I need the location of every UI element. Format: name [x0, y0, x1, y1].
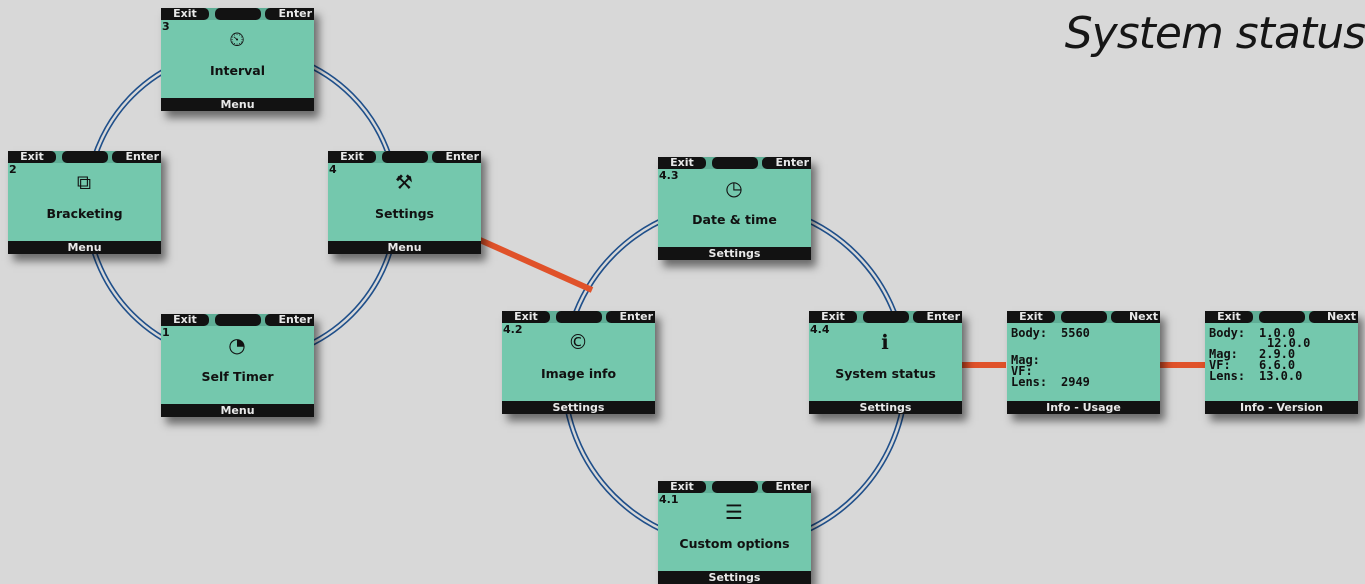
exit-softkey[interactable]: Exit: [161, 8, 209, 20]
lens-label: Lens:: [1209, 369, 1246, 383]
exit-softkey[interactable]: Exit: [502, 311, 550, 323]
vf-label: VF:: [1011, 364, 1033, 378]
menu-item-label: Image info: [540, 366, 617, 381]
menu-item-label: Settings: [374, 206, 434, 221]
enter-softkey[interactable]: Enter: [265, 8, 314, 20]
context-bar: Menu: [161, 98, 314, 111]
screen-info-version: Exit Next Body: 1.0.0 12.0.0 Mag: 2.9.0 …: [1205, 311, 1358, 414]
context-bar: Menu: [161, 404, 314, 417]
body-label: Body:: [1209, 326, 1246, 340]
menu-item-label: Bracketing: [46, 206, 123, 221]
blank-softkey[interactable]: [215, 314, 261, 326]
next-softkey[interactable]: Next: [1309, 311, 1358, 323]
context-bar: Menu: [328, 241, 481, 254]
blank-softkey[interactable]: [556, 311, 602, 323]
context-bar: Info - Version: [1205, 401, 1358, 414]
menu-item-label: Self Timer: [201, 369, 274, 384]
enter-softkey[interactable]: Enter: [112, 151, 161, 163]
settings-link: [478, 237, 594, 293]
menu-number: 4.1: [659, 493, 679, 506]
blank-softkey[interactable]: [1061, 311, 1107, 323]
settings-icon: ⚒: [395, 170, 413, 194]
enter-softkey[interactable]: Enter: [432, 151, 481, 163]
exit-softkey[interactable]: Exit: [658, 481, 706, 493]
interval-icon: ⏲: [229, 27, 245, 51]
body-usage-value: 5560: [1061, 326, 1090, 340]
exit-softkey[interactable]: Exit: [658, 157, 706, 169]
page-title: System status: [1064, 8, 1365, 59]
context-bar: Settings: [658, 571, 811, 584]
menu-number: 4.3: [659, 169, 679, 182]
date-time-icon: ◷: [725, 176, 743, 200]
blank-softkey[interactable]: [863, 311, 909, 323]
enter-softkey[interactable]: Enter: [606, 311, 655, 323]
context-bar: Info - Usage: [1007, 401, 1160, 414]
vf-version-value: 6.6.0: [1259, 358, 1296, 372]
screen-bracketing: Exit Enter 2 ⧉ Bracketing Menu: [8, 151, 161, 254]
menu-item-label: Custom options: [679, 536, 790, 551]
screen-date-time: Exit Enter 4.3 ◷ Date & time Settings: [658, 157, 811, 260]
exit-softkey[interactable]: Exit: [1205, 311, 1253, 323]
context-bar: Settings: [809, 401, 962, 414]
next-softkey[interactable]: Next: [1111, 311, 1160, 323]
lens-label: Lens:: [1011, 375, 1048, 389]
screen-interval: Exit Enter 3 ⏲ Interval Menu: [161, 8, 314, 111]
blank-softkey[interactable]: [215, 8, 261, 20]
info-icon: ℹ: [881, 330, 889, 354]
context-bar: Menu: [8, 241, 161, 254]
mag-version-value: 2.9.0: [1259, 347, 1296, 361]
menu-number: 4: [329, 163, 337, 176]
context-bar: Settings: [658, 247, 811, 260]
lens-version-value: 13.0.0: [1259, 369, 1303, 383]
vf-label: VF:: [1209, 358, 1231, 372]
copyright-icon: ©: [568, 330, 588, 354]
exit-softkey[interactable]: Exit: [809, 311, 857, 323]
enter-softkey[interactable]: Enter: [265, 314, 314, 326]
blank-softkey[interactable]: [712, 481, 758, 493]
lens-usage-value: 2949: [1061, 375, 1090, 389]
enter-softkey[interactable]: Enter: [913, 311, 962, 323]
menu-number: 4.4: [810, 323, 830, 336]
body-label: Body:: [1011, 326, 1048, 340]
blank-softkey[interactable]: [62, 151, 108, 163]
screen-info-usage: Exit Next Body: 5560 Mag: VF: Lens: 2949…: [1007, 311, 1160, 414]
menu-item-label: System status: [835, 366, 936, 381]
body-version-value-2: 12.0.0: [1267, 336, 1311, 350]
custom-options-icon: ☰: [725, 500, 743, 524]
menu-number: 3: [162, 20, 170, 33]
screen-custom-options: Exit Enter 4.1 ☰ Custom options Settings: [658, 481, 811, 584]
body-version-value-1: 1.0.0: [1259, 326, 1296, 340]
bracketing-icon: ⧉: [76, 170, 92, 194]
context-bar: Settings: [502, 401, 655, 414]
enter-softkey[interactable]: Enter: [762, 157, 811, 169]
menu-number: 1: [162, 326, 170, 339]
mag-label: Mag:: [1011, 353, 1040, 367]
menu-number: 2: [9, 163, 17, 176]
menu-number: 4.2: [503, 323, 523, 336]
mag-label: Mag:: [1209, 347, 1238, 361]
exit-softkey[interactable]: Exit: [328, 151, 376, 163]
blank-softkey[interactable]: [712, 157, 758, 169]
screen-settings: Exit Enter 4 ⚒ Settings Menu: [328, 151, 481, 254]
exit-softkey[interactable]: Exit: [161, 314, 209, 326]
screen-system-status: Exit Enter 4.4 ℹ System status Settings: [809, 311, 962, 414]
screen-image-info: Exit Enter 4.2 © Image info Settings: [502, 311, 655, 414]
self-timer-icon: ◔: [228, 333, 246, 357]
enter-softkey[interactable]: Enter: [762, 481, 811, 493]
exit-softkey[interactable]: Exit: [8, 151, 56, 163]
blank-softkey[interactable]: [382, 151, 428, 163]
exit-softkey[interactable]: Exit: [1007, 311, 1055, 323]
menu-item-label: Date & time: [692, 212, 777, 227]
screen-self-timer: Exit Enter 1 ◔ Self Timer Menu: [161, 314, 314, 417]
menu-item-label: Interval: [209, 63, 266, 78]
blank-softkey[interactable]: [1259, 311, 1305, 323]
